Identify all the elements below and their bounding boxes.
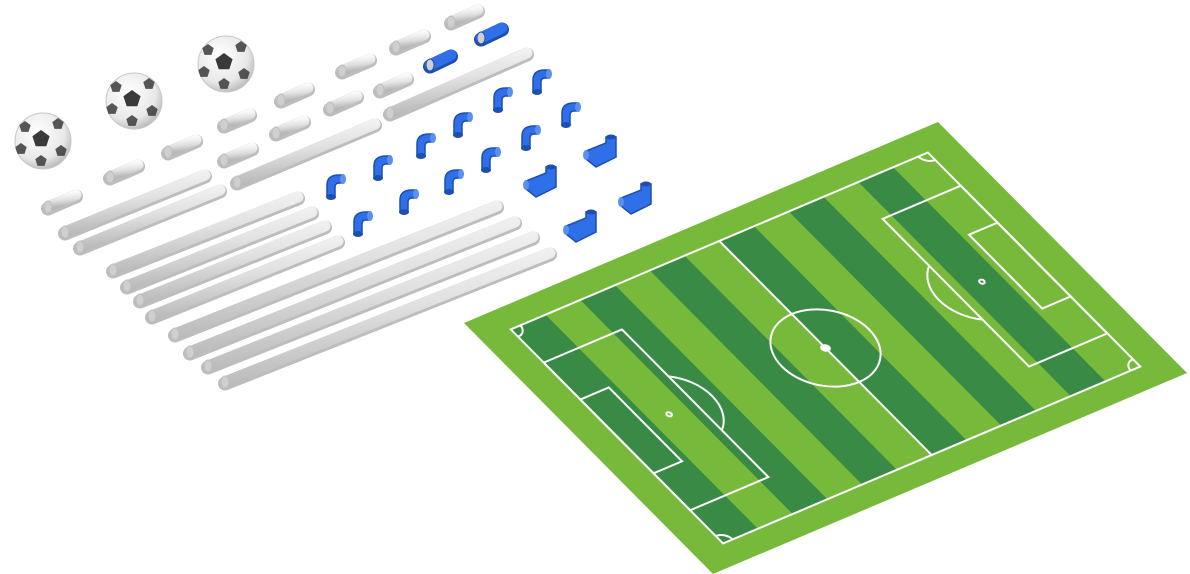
field-stripe [684, 240, 932, 470]
soccer-ball [197, 35, 255, 93]
corner-arc [716, 532, 733, 543]
field-stripe [858, 167, 1106, 397]
field-stripe [754, 211, 1002, 441]
long-pipe [201, 231, 540, 375]
field-stripes [510, 152, 1141, 544]
blue-elbow-connector [353, 211, 373, 237]
field-stripe [719, 226, 967, 456]
long-pipe [218, 247, 557, 391]
long-pipe [183, 216, 522, 361]
field-stripe [545, 299, 793, 529]
short-pipe [335, 53, 377, 80]
center-spot [820, 344, 831, 352]
blue-elbow-connector [481, 147, 501, 173]
field-stripe [510, 314, 759, 544]
long-pipe [58, 169, 212, 241]
short-pipe [217, 108, 257, 134]
blue-elbow-connector [399, 189, 419, 215]
pvc-pipes [41, 4, 557, 391]
blue-elbow-connector [416, 133, 436, 159]
soccer-ball [105, 72, 163, 130]
short-pipe [103, 159, 145, 186]
blue-connectors [326, 69, 652, 243]
long-pipe [120, 206, 319, 295]
long-pipe [73, 184, 227, 256]
field-stripe [580, 285, 828, 514]
long-pipe [133, 220, 332, 309]
short-pipe [389, 29, 431, 56]
blue-elbow-connector [493, 87, 513, 113]
short-pipe [269, 115, 311, 142]
blue-tee-connector [618, 181, 652, 215]
blue-coupler [423, 49, 458, 74]
corner-arc [511, 325, 528, 336]
short-pipe [274, 82, 315, 109]
field-stripe [788, 196, 1037, 426]
field-stripe [615, 270, 863, 500]
blue-elbow-connector [444, 169, 464, 195]
penalty-spot-right [978, 279, 986, 285]
blue-elbow-connector [561, 102, 581, 128]
long-pipe [230, 118, 382, 191]
blue-elbow-connector [521, 125, 541, 151]
blue-tee-connector [563, 209, 597, 243]
soccer-ball [14, 112, 72, 170]
blue-elbow-connector [453, 112, 473, 138]
long-pipe [383, 47, 534, 122]
penalty-arc-right [912, 266, 983, 327]
blue-coupler [474, 22, 509, 47]
long-pipe [145, 235, 345, 325]
center-circle [748, 296, 903, 401]
blue-tee-connector [583, 134, 617, 168]
short-pipe [41, 189, 83, 216]
field-stripe [649, 255, 898, 485]
field-stripe [823, 181, 1071, 411]
short-pipe [323, 90, 364, 117]
penalty-spot-left [665, 412, 673, 418]
blue-elbow-connector [373, 155, 393, 181]
goal-area-right [969, 223, 1071, 309]
short-pipe [217, 142, 259, 169]
long-pipe [168, 200, 504, 343]
corner-arc [1123, 359, 1140, 370]
blue-elbow-connector [326, 174, 346, 200]
soccer-field [464, 122, 1188, 574]
short-pipe [444, 4, 485, 31]
blue-elbow-connector [532, 69, 552, 95]
penalty-arc-left [668, 369, 739, 430]
field-stripe [893, 152, 1141, 382]
long-pipe [106, 191, 305, 279]
short-pipe [373, 72, 414, 99]
short-pipe [161, 134, 203, 161]
corner-arc [918, 153, 935, 164]
blue-tee-connector [523, 164, 557, 198]
goal-area-left [580, 387, 682, 473]
soccer-balls [14, 35, 255, 170]
